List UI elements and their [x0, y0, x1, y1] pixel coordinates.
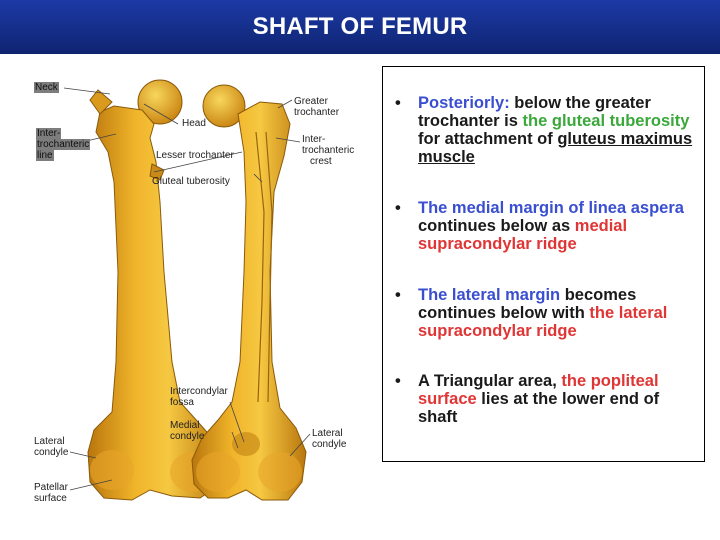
label-trochanteric-b: trochanteric — [302, 145, 355, 156]
bullet-textbox: • Posteriorly: below the greater trochan… — [382, 66, 705, 462]
title-bar: SHAFT OF FEMUR — [0, 0, 720, 54]
bullet-dot: • — [395, 199, 401, 217]
label-greater: Greater — [294, 96, 328, 107]
label-lateral-right: Lateral — [312, 428, 343, 439]
bullet-3-text: The lateral margin becomes continues bel… — [418, 286, 668, 340]
label-head: Head — [182, 118, 206, 129]
bullet-2-text: The medial margin of linea aspera contin… — [418, 199, 684, 253]
label-medial: Medial — [170, 420, 200, 431]
femur-figure: Neck Inter- trochanteric line Head Lesse… — [32, 72, 355, 512]
label-surface: surface — [34, 493, 67, 504]
label-fossa: fossa — [170, 397, 194, 408]
label-neck: Neck — [34, 82, 59, 93]
posterior-femur — [191, 84, 307, 501]
label-lateral-left: Lateral — [34, 436, 65, 447]
label-crest: crest — [310, 156, 332, 167]
label-patellar: Patellar — [34, 482, 68, 493]
label-trochanter: trochanter — [294, 107, 340, 118]
anterior-femur — [87, 79, 223, 501]
leader-lines — [63, 87, 311, 491]
label-condyle-left: condyle — [34, 447, 69, 458]
label-line: line — [36, 150, 54, 161]
label-lesser-trochanter: Lesser trochanter — [156, 150, 234, 161]
label-gluteal-tuberosity: Gluteal tuberosity — [152, 176, 230, 187]
femur-illustration — [63, 79, 311, 501]
bullet-4-text: A Triangular area, the popliteal surface… — [418, 372, 660, 426]
label-inter-b: Inter- — [302, 134, 326, 145]
label-intercondylar: Intercondylar — [170, 386, 228, 397]
bullet-1-text: Posteriorly: below the greater trochante… — [418, 94, 693, 166]
label-trochanteric-a: trochanteric — [36, 139, 91, 150]
label-medial-condyle: condyle — [170, 431, 205, 442]
bullet-dot: • — [395, 286, 401, 304]
label-inter-a: Inter- — [36, 128, 62, 139]
label-condyle-right: condyle — [312, 439, 347, 450]
bullet-dot: • — [395, 372, 401, 390]
bullet-dot: • — [395, 94, 401, 112]
slide-title: SHAFT OF FEMUR — [252, 13, 468, 40]
